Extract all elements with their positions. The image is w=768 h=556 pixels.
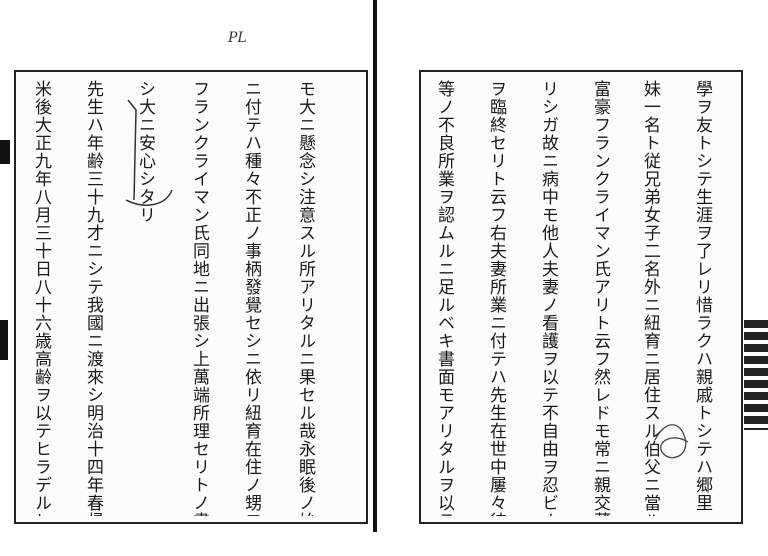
left-page-column: フランクライマン氏同地ニ出張シ上萬端所理セリトノ書状ヲ接 [189, 80, 209, 516]
left-annotation-mark [125, 99, 173, 206]
left-edge-tab [0, 140, 10, 164]
left-page-column: 米後大正九年八月三十日八十六歳高齢ヲ以テヒラデルヒヤ [31, 80, 51, 516]
left-page-column: モ大ニ懸念シ注意スル所アリタルニ果セル哉永眠後ノ始末 [295, 80, 315, 516]
right-page-column: 等ノ不良所業ヲ認ムルニ足ルベキ書面モアリタルヲ以テ贈金ニ付テ [434, 80, 454, 516]
page-spine [373, 0, 377, 556]
right-page-column: 富豪フランクライマン氏アリト云フ然レドモ常ニ親交薄カ [590, 80, 610, 516]
left-page-column: シ大ニ安心シタリ [135, 80, 155, 224]
right-page-column: 學ヲ友トシテ生涯ヲ了レリ惜ラクハ親戚トシテハ郷里ニハ [692, 80, 712, 516]
right-page-column: 妹一名ト従兄弟女子二名外ニ紐育ニ居住スル伯父ニ當ル [640, 80, 660, 516]
left-page-column: 先生ハ年齢三十九才ニシテ我國ニ渡來シ明治十四年春帰 [83, 80, 103, 516]
bottom-strip [0, 532, 768, 556]
left-edge-mark [0, 320, 8, 360]
right-page: 等ノ不良所業ヲ認ムルニ足ルベキ書面モアリタルヲ以テ贈金ニ付テ ヲ臨終セリト云フ右… [419, 70, 743, 524]
left-page: 米後大正九年八月三十日八十六歳高齢ヲ以テヒラデルヒヤ 先生ハ年齢三十九才ニシテ我… [14, 70, 368, 524]
right-page-column: リシガ故ニ病中モ他人夫妻ノ看護ヲ以テ不自由ヲ忍ビナガ [538, 80, 558, 516]
margin-note: PL [228, 30, 247, 46]
signature-scribble [654, 424, 689, 459]
right-page-column: ヲ臨終セリト云フ右夫妻所業ニ付テハ先生在世中屢々彼 [486, 80, 506, 516]
left-page-column: ニ付テハ種々不正ノ事柄發覺セシニ依リ紐育在住ノ甥フ [241, 80, 261, 516]
printer-mark-right [744, 320, 768, 430]
